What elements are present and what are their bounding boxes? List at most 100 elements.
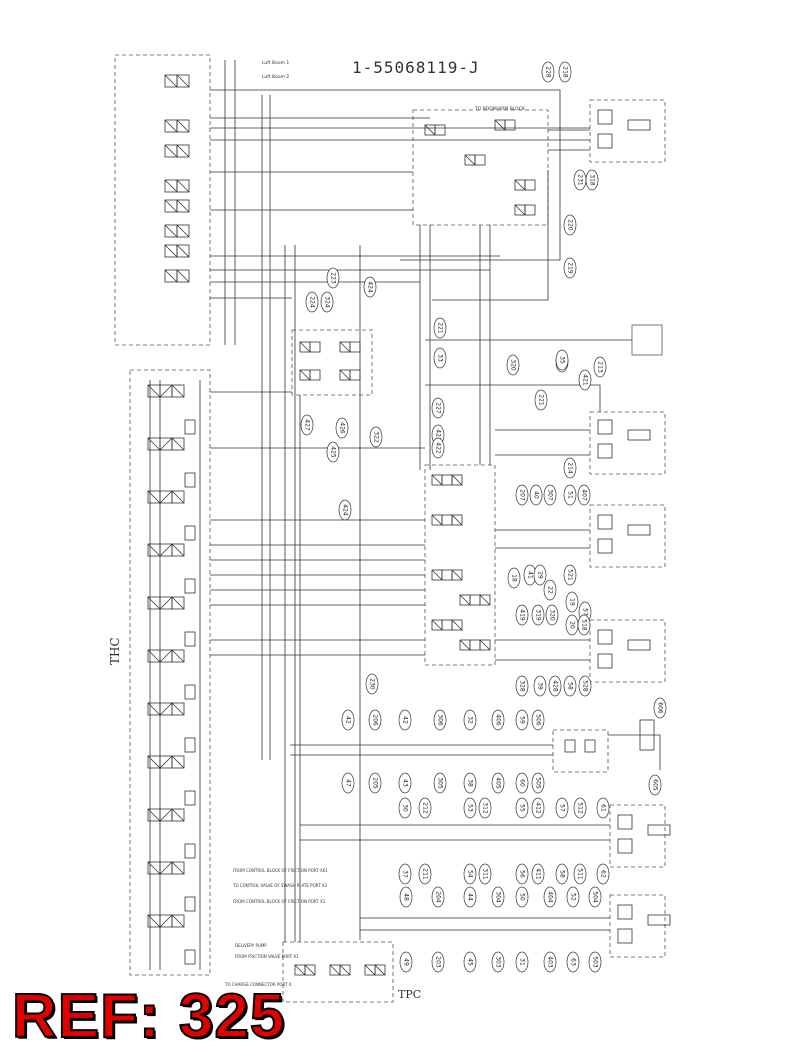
block-valve-icon [474, 154, 486, 166]
callout-balloon: 51 [563, 484, 577, 506]
callout-number: 207 [519, 489, 526, 501]
right-cylinder-7 [609, 894, 666, 958]
callout-number: 605 [652, 779, 659, 791]
callout-balloon: 58 [555, 863, 569, 885]
callout-balloon: 406 [491, 709, 505, 731]
callout-number: 424 [367, 281, 374, 293]
callout-balloon: 403 [543, 951, 557, 973]
callout-number: 56 [519, 870, 526, 878]
callout-number: 427 [304, 419, 311, 431]
callout-balloon: 50 [515, 886, 529, 908]
callout-balloon: 424 [363, 276, 377, 298]
check-valve-icon [184, 949, 196, 965]
cylinder-valve-icon [597, 109, 613, 125]
callout-balloon: 52 [566, 886, 580, 908]
thc-label: THC [108, 637, 122, 665]
drawing-number: 1-55068119-J [352, 58, 480, 77]
callout-number: 29 [537, 571, 544, 579]
callout-number: 48 [403, 893, 410, 901]
callout-balloon: 424 [338, 499, 352, 521]
callout-number: 512 [577, 802, 584, 814]
right-cylinder-6 [609, 804, 666, 868]
callout-number: 20 [569, 621, 576, 629]
callout-number: 221 [538, 394, 545, 406]
callout-number: 213 [597, 361, 604, 373]
callout-balloon: 228 [541, 61, 555, 83]
callout-balloon: 605 [648, 774, 662, 796]
block-valve-icon [524, 204, 536, 216]
callout-number: 307 [547, 489, 554, 501]
callout-number: 421 [582, 374, 589, 386]
cylinder-icon [639, 719, 655, 751]
mid-valve-icon [349, 369, 361, 381]
callout-number: 58 [559, 870, 566, 878]
callout-balloon: 305 [433, 772, 447, 794]
callout-number: 319 [535, 609, 542, 621]
callout-number: 218 [562, 66, 569, 78]
central-valve-icon [441, 514, 453, 526]
callout-balloon: 405 [491, 772, 505, 794]
cylinder-valve-icon [597, 133, 613, 149]
spool-valve-icon [176, 244, 190, 258]
check-valve-icon [184, 472, 196, 488]
callout-number: 57 [559, 804, 566, 812]
callout-balloon: 63 [566, 951, 580, 973]
callout-balloon: 505 [531, 772, 545, 794]
right-cylinder-1 [589, 99, 666, 163]
side-note: TO CHARGE CONNECTOR PORT X [224, 982, 292, 987]
callout-number: 426 [339, 422, 346, 434]
callout-number: 61 [600, 804, 607, 812]
callout-number: 320 [549, 609, 556, 621]
callout-balloon: 18 [507, 567, 521, 589]
callout-number: 43 [402, 779, 409, 787]
callout-balloon: 207 [515, 484, 529, 506]
callout-balloon: 54 [463, 863, 477, 885]
central-valve-icon [451, 619, 463, 631]
callout-balloon: 512 [573, 797, 587, 819]
callout-number: 311 [482, 868, 489, 880]
port-label: Luft Boom 1 [262, 60, 289, 66]
callout-number: 32 [467, 716, 474, 724]
callout-number: 505 [535, 777, 542, 789]
callout-number: 404 [547, 891, 554, 903]
cylinder-valve-icon [617, 928, 633, 944]
cylinder-icon [627, 119, 651, 131]
callout-number: 419 [519, 609, 526, 621]
callout-balloon: 35 [555, 349, 569, 371]
callout-balloon: 304 [491, 886, 505, 908]
callout-balloon: 328 [515, 675, 529, 697]
callout-balloon: 521 [563, 564, 577, 586]
callout-number: 40 [533, 491, 540, 499]
callout-balloon: 506 [531, 709, 545, 731]
callout-balloon: 37 [398, 863, 412, 885]
cylinder-icon [647, 914, 671, 926]
callout-number: 528 [582, 680, 589, 692]
tpc-valve-icon [339, 964, 351, 976]
boom-arm-block [412, 109, 549, 226]
callout-number: 322 [373, 431, 380, 443]
callout-number: 506 [535, 714, 542, 726]
callout-number: 305 [437, 777, 444, 789]
mid-valve-icon [309, 341, 321, 353]
callout-balloon: 322 [369, 426, 383, 448]
spool-valve-icon [176, 119, 190, 133]
callout-number: 57 [582, 608, 589, 616]
callout-balloon: 55 [515, 797, 529, 819]
callout-number: 47 [345, 779, 352, 787]
callout-number: 31 [519, 958, 526, 966]
mid-valve-icon [309, 369, 321, 381]
central-valve-icon [479, 594, 491, 606]
cylinder-valve-icon [617, 838, 633, 854]
directional-valve-icon [171, 861, 185, 875]
callout-balloon: 518 [577, 614, 591, 636]
right-cylinder-3 [589, 504, 666, 568]
callout-balloon: 49 [399, 951, 413, 973]
callout-balloon: 307 [543, 484, 557, 506]
tpc-valve-icon [304, 964, 316, 976]
directional-valve-icon [171, 808, 185, 822]
callout-balloon: 320 [545, 604, 559, 626]
callout-number: 62 [600, 870, 607, 878]
central-valve-icon [441, 619, 453, 631]
directional-valve-icon [171, 702, 185, 716]
